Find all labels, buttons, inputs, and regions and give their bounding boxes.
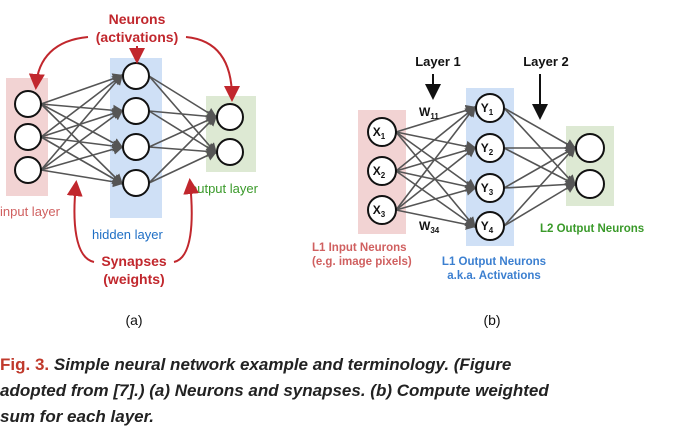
synapse-line [503,107,577,150]
synapses-label: Synapses [101,253,167,269]
layer1-label: Layer 1 [415,54,461,69]
l1-output-sublabel: a.k.a. Activations [447,270,541,282]
panel-a-neurons [14,62,244,197]
caption-text-1: Simple neural network example and termin… [53,355,512,374]
synapse-line [395,209,478,230]
panel-a: Neurons (activations) input layer hidden… [0,11,259,328]
synapse-line [395,146,477,211]
l1-output-label: L1 Output Neurons [442,256,546,268]
layer2-label: Layer 2 [523,54,569,69]
synapses-arrow-right [173,178,200,263]
synapse-line [148,115,218,148]
l2-output-label: L2 Output Neurons [540,223,644,235]
l1-input-sublabel: (e.g. image pixels) [312,256,412,268]
hidden-neuron [122,97,150,125]
synapse-line [503,147,577,186]
figure-svg: Neurons (activations) input layer hidden… [0,11,644,328]
weights-label: (weights) [103,271,164,287]
output-layer-label: output layer [190,181,259,196]
input-neuron [14,90,42,118]
synapse-line [503,145,577,227]
output-neuron [216,103,244,131]
synapse-line [40,169,125,188]
w11-label: W11 [419,105,439,121]
x-neuron [367,156,397,186]
y-neuron [475,173,505,203]
w34-label: W34 [419,219,440,235]
l2-output-neuron [575,133,605,163]
y-neuron [475,211,505,241]
synapse-line [40,73,125,105]
synapse-line [503,146,577,189]
y-neuron [475,133,505,163]
synapse-line [395,105,477,172]
l2-output-neuron [575,169,605,199]
caption-line-1: Fig. 3. Simple neural network example an… [0,352,677,378]
x-neuron [367,117,397,147]
synapse-line [40,73,124,171]
hidden-neuron [122,133,150,161]
synapse-line [40,109,124,171]
hidden-layer-label: hidden layer [92,227,163,242]
synapse-line [503,107,577,187]
y-neuron-label: Y3 [481,181,494,197]
panel-a-sublabel: (a) [125,312,142,328]
caption-line-2: adopted from [7].) (a) Neurons and synap… [0,381,549,400]
neurons-arrow-right [185,36,240,102]
x-neuron-label: X2 [373,164,386,180]
panel-a-synapses [40,73,219,188]
y-neuron-label: Y4 [481,219,494,235]
caption-line-3: sum for each layer. [0,407,155,426]
synapse-line [395,184,478,211]
neurons-label: Neurons [109,11,166,27]
figure-number: Fig. 3. [0,355,50,374]
output-neuron [216,138,244,166]
hidden-neuron [122,169,150,197]
input-layer-label: input layer [0,204,61,219]
x-neuron-label: X1 [373,125,386,141]
x-neuron-label: X3 [373,203,386,219]
neurons-arrow-left [28,36,89,90]
synapse-line [40,136,124,185]
synapse-line [148,75,218,119]
synapses-arrow-left [66,180,95,263]
input-neuron [14,123,42,151]
synapse-line [395,105,476,211]
synapse-line [503,182,577,227]
synapse-line [40,74,124,138]
panel-b-sublabel: (b) [483,312,500,328]
y-neuron-label: Y1 [481,101,494,117]
input-neuron [14,156,42,184]
x-neuron [367,195,397,225]
figure-caption: Fig. 3. Simple neural network example an… [0,352,677,430]
synapse-line [40,136,125,152]
synapse-line [148,114,218,184]
hidden-neuron [122,62,150,90]
synapse-line [40,103,124,149]
synapse-line [40,143,125,171]
activations-label: (activations) [96,29,178,45]
panel-b-synapses [395,105,578,230]
synapse-line [40,103,124,186]
synapse-line [148,150,218,184]
l1-input-label: L1 Input Neurons [312,242,407,254]
synapse-line [148,110,219,122]
y-neuron-label: Y2 [481,141,494,157]
synapse-line [395,105,478,133]
y-neuron [475,93,505,123]
